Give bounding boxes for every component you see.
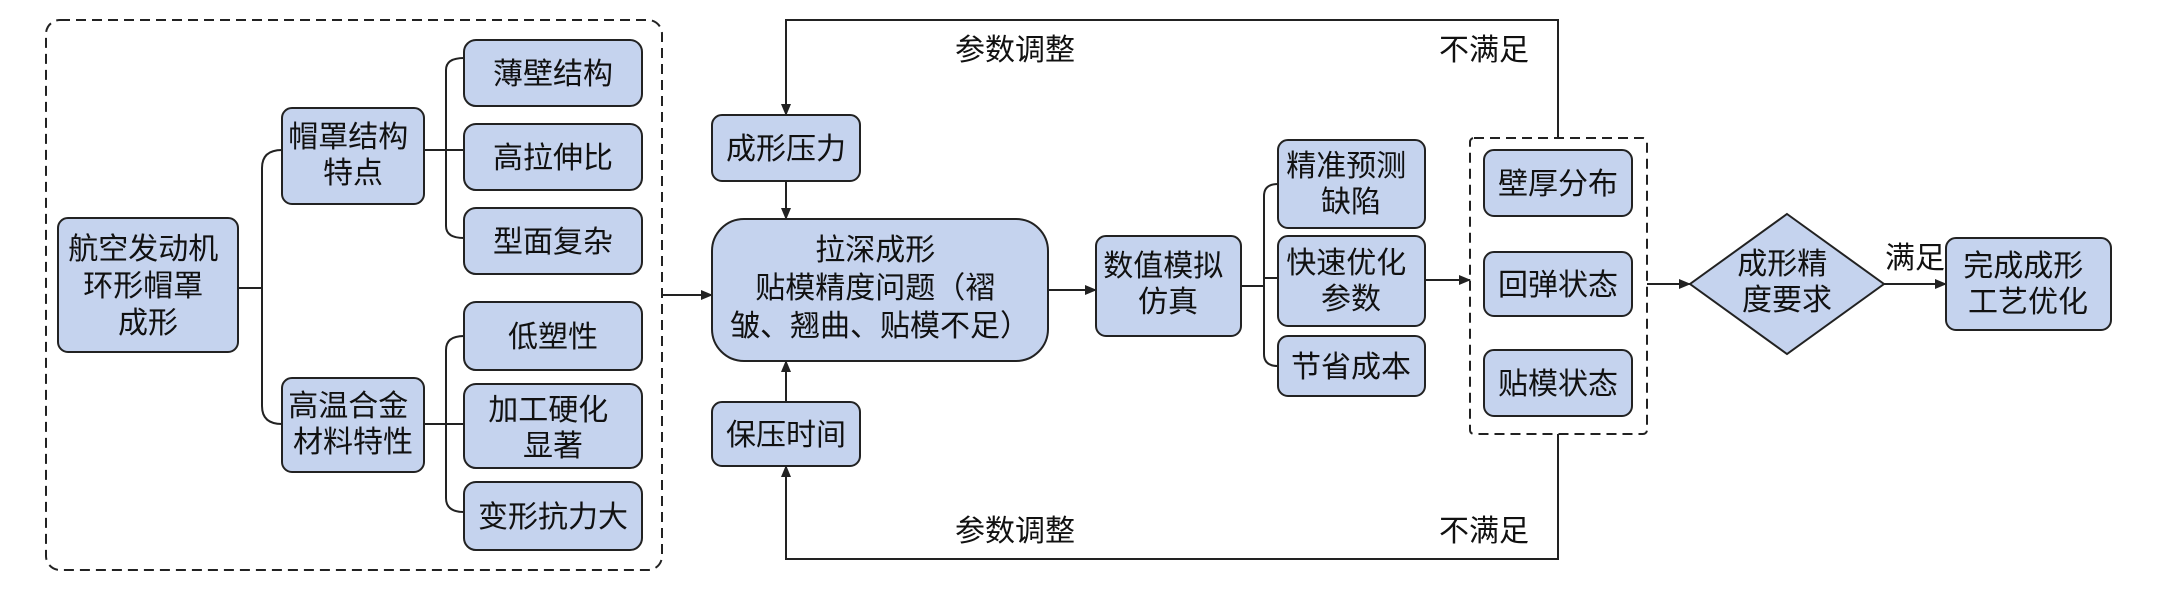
label-adjust-top: 参数调整 [955,33,1075,68]
node-deep-line-3: 皱、翘曲、贴模不足） [730,309,1030,344]
node-resist-line-1: 变形抗力大 [478,500,628,535]
node-ratio-line-1: 高拉伸比 [493,141,613,176]
feedback-loop-bottom [781,434,1559,560]
node-ratio [463,123,643,191]
node-hold-line-1: 保压时间 [726,418,846,453]
connector-material-branch [424,335,465,513]
node-fit-line-1: 贴模状态 [1498,367,1618,402]
node-harden-line-2: 显著 [523,429,583,464]
node-predict-text: 精准预测 缺陷 [1286,149,1416,220]
node-material-text: 高温合金 材料特性 [288,389,418,460]
connector-root-branch [238,149,283,425]
node-harden [463,383,643,469]
node-optimize [1277,235,1426,327]
node-struct-text: 帽罩结构 特点 [288,120,418,191]
node-struct-line-1: 帽罩结构 [288,120,408,155]
feedback-loop-top [781,19,1559,138]
label-unmet-top: 不满足 [1439,33,1529,68]
node-springback-line-1: 回弹状态 [1498,268,1618,303]
node-material [281,377,425,473]
node-struct [281,107,425,205]
node-cost [1277,335,1426,397]
node-hold [711,401,861,467]
node-sim-text: 数值模拟 仿真 [1103,249,1233,320]
node-cost-text: 节省成本 [1291,350,1411,385]
node-thin-line-1: 薄壁结构 [493,57,613,92]
node-thin [463,39,643,107]
node-material-line-2: 材料特性 [293,425,413,460]
node-pressure [711,114,861,182]
connector-struct-branch [424,57,465,239]
node-sim-line-1: 数值模拟 [1103,249,1223,284]
node-fit-text: 贴模状态 [1498,367,1618,402]
node-sim [1095,235,1242,337]
node-decision-text: 成形精 度要求 [1737,247,1837,318]
node-done-text: 完成成形 工艺优化 [1963,249,2093,320]
node-predict-line-2: 缺陷 [1321,185,1381,220]
node-hold-text: 保压时间 [726,418,846,453]
node-thickness [1483,149,1633,217]
label-met: 满足 [1885,241,1945,276]
node-plastic [463,301,643,371]
node-root-line-3: 成形 [118,306,178,341]
node-deep-line-2: 贴模精度问题（褶 [755,271,995,306]
node-harden-text: 加工硬化 显著 [488,393,618,464]
node-cost-line-1: 节省成本 [1291,350,1411,385]
node-ratio-text: 高拉伸比 [493,141,613,176]
node-springback [1483,251,1633,317]
node-root-line-1: 航空发动机 [68,232,218,267]
node-plastic-text: 低塑性 [508,320,598,355]
node-material-line-1: 高温合金 [288,389,408,424]
node-complex [463,207,643,275]
node-deep-line-1: 拉深成形 [815,233,935,268]
node-decision [1688,212,1886,356]
node-deep [711,218,1049,362]
node-predict-line-1: 精准预测 [1286,149,1406,184]
node-optimize-line-1: 快速优化 [1286,246,1406,281]
node-done-line-1: 完成成形 [1963,249,2083,284]
node-root-text: 航空发动机 环形帽罩 成形 [68,232,228,341]
node-complex-text: 型面复杂 [493,225,613,260]
node-optimize-line-2: 参数 [1321,282,1381,317]
node-thickness-line-1: 壁厚分布 [1498,167,1618,202]
label-adjust-bottom: 参数调整 [955,514,1075,549]
node-thickness-text: 壁厚分布 [1498,167,1618,202]
node-decision-line-2: 度要求 [1742,283,1832,318]
node-resist-text: 变形抗力大 [478,500,628,535]
node-complex-line-1: 型面复杂 [493,225,613,260]
node-done [1945,237,2112,331]
node-root-line-2: 环形帽罩 [83,269,203,304]
node-harden-line-1: 加工硬化 [488,393,608,428]
node-sim-line-2: 仿真 [1138,285,1198,320]
node-plastic-line-1: 低塑性 [508,320,598,355]
label-unmet-bottom: 不满足 [1439,514,1529,549]
node-struct-line-2: 特点 [323,156,383,191]
node-springback-text: 回弹状态 [1498,268,1618,303]
node-predict [1277,139,1426,229]
node-thin-text: 薄壁结构 [493,57,613,92]
node-resist [463,481,643,551]
node-decision-line-1: 成形精 [1737,247,1827,282]
node-root [57,217,239,353]
node-deep-text: 拉深成形 贴模精度问题（褶 皱、翘曲、贴模不足） [730,233,1030,344]
node-fit [1483,349,1633,417]
node-pressure-line-1: 成形压力 [726,132,846,167]
node-done-line-2: 工艺优化 [1968,285,2088,320]
connector-sim-branch [1241,183,1279,367]
node-optimize-text: 快速优化 参数 [1286,246,1416,317]
node-pressure-text: 成形压力 [726,132,846,167]
